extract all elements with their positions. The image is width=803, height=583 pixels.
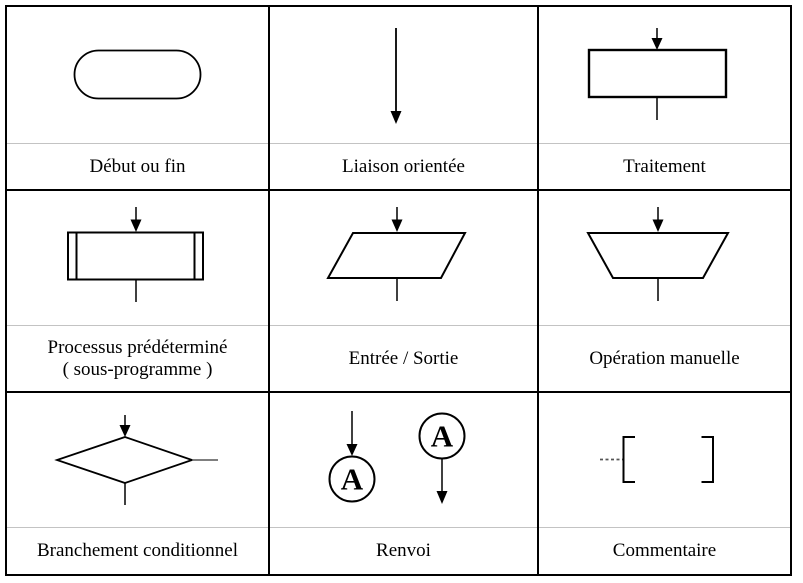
label-text: Branchement conditionnel (36, 540, 239, 561)
cell-decision: Branchement conditionnel (7, 393, 270, 574)
cell-connector: A A Renvoi (270, 393, 539, 574)
comment-symbol (600, 436, 714, 483)
connector-symbol-area: A A (270, 393, 537, 527)
flow-line-symbol-area (270, 7, 537, 143)
process-label: Traitement (539, 143, 790, 189)
cell-manual-operation: Opération manuelle (539, 191, 790, 393)
manual-operation-label: Opération manuelle (539, 325, 790, 391)
connector-letter: A (431, 419, 454, 454)
arrow-in-head (652, 219, 664, 232)
predefined-process-symbol-area (7, 191, 268, 325)
arrow-out-head (436, 491, 448, 504)
cell-predefined-process: Processus prédéterminé ( sous-programme … (7, 191, 270, 393)
flow-line-arrow-symbol (390, 28, 402, 124)
predefined-process-label: Processus prédéterminé ( sous-programme … (7, 325, 268, 391)
label-text: Liaison orientée (342, 155, 465, 177)
arrow-in-head (130, 219, 142, 232)
cell-comment: Commentaire (539, 393, 790, 574)
comment-symbol-area (539, 393, 790, 527)
arrow-head (390, 111, 402, 124)
manual-operation-symbol-area (539, 191, 790, 325)
label-subtext: ( sous-programme ) (62, 358, 213, 380)
flow-line-label: Liaison orientée (270, 143, 537, 189)
decision-label: Branchement conditionnel (7, 527, 268, 574)
arrow-in-head (119, 425, 131, 437)
cell-input-output: Entrée / Sortie (270, 191, 539, 393)
input-output-label: Entrée / Sortie (270, 325, 537, 391)
connector-symbol: A A (328, 411, 466, 504)
comment-label: Commentaire (539, 527, 790, 574)
label-text: Processus prédéterminé (47, 336, 228, 358)
predefined-process-symbol (67, 207, 204, 302)
connector-circle-in (328, 455, 376, 503)
parallelogram-shape (326, 232, 467, 279)
predefined-rectangle (67, 231, 204, 281)
arrow-in-head (391, 219, 403, 232)
terminator-symbol-area (7, 7, 268, 143)
cell-terminator: Début ou fin (7, 7, 270, 191)
decision-symbol (54, 415, 218, 505)
input-output-symbol-area (270, 191, 537, 325)
process-symbol (587, 28, 728, 120)
label-text: Commentaire (612, 540, 717, 561)
label-text: Entrée / Sortie (348, 347, 459, 369)
left-bracket (622, 436, 635, 483)
arrow-in-head (651, 38, 663, 50)
connector-label: Renvoi (270, 527, 537, 574)
terminator-symbol (73, 49, 202, 100)
decision-symbol-area (7, 393, 268, 527)
input-output-symbol (326, 207, 467, 301)
stadium-shape (73, 49, 202, 100)
label-text: Opération manuelle (589, 347, 740, 369)
diamond-shape (54, 436, 195, 484)
cell-flow-line: Liaison orientée (270, 7, 539, 191)
manual-operation-symbol (586, 207, 730, 301)
process-symbol-area (539, 7, 790, 143)
terminator-label: Début ou fin (7, 143, 268, 189)
trapezoid-shape (586, 232, 730, 279)
process-rectangle (587, 48, 728, 99)
cell-process: Traitement (539, 7, 790, 191)
right-bracket (701, 436, 714, 483)
label-text: Traitement (623, 155, 706, 177)
connector-letter: A (341, 462, 364, 497)
label-text: Début ou fin (89, 155, 186, 177)
flowchart-symbols-table: Début ou fin Liaison orientée Traitement (5, 5, 792, 576)
label-text: Renvoi (376, 540, 431, 561)
arrow-in-head (346, 444, 358, 456)
